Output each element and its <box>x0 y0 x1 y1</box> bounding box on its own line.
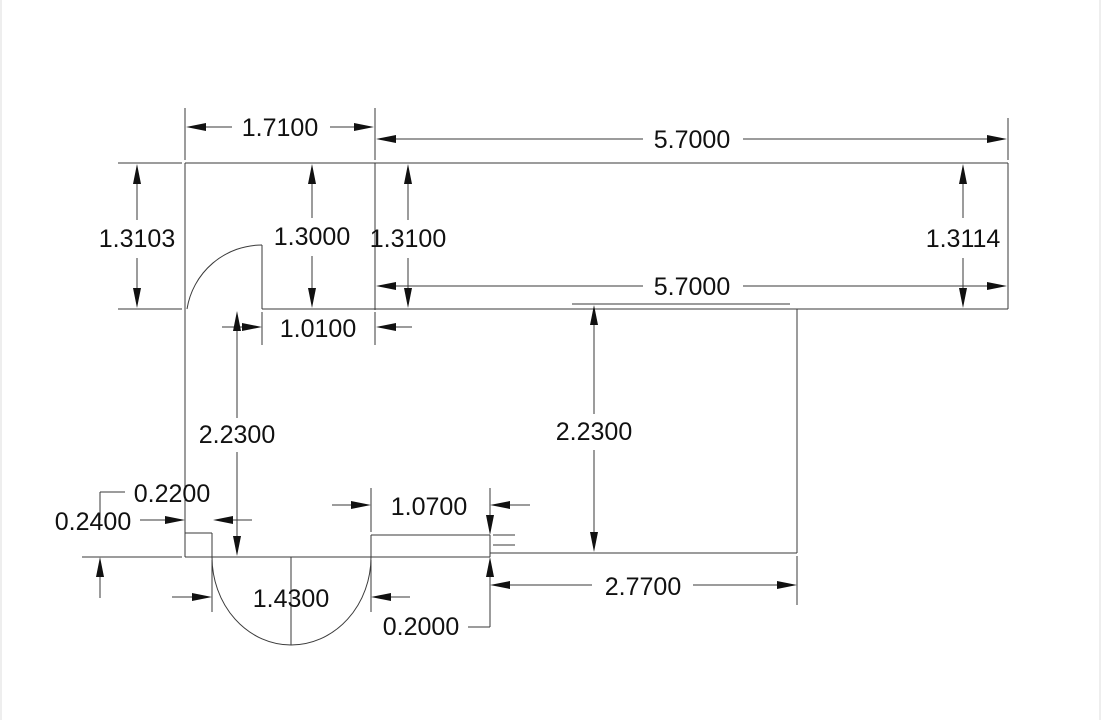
dim-label-wall-gap: 0.2000 <box>383 613 459 641</box>
arrowhead <box>376 135 396 143</box>
arrowhead <box>404 164 412 184</box>
arrowhead <box>371 593 391 601</box>
front-door-swing-left <box>211 556 292 646</box>
arrowhead <box>486 515 494 535</box>
dim-label-small-offset-b: 0.2400 <box>55 508 131 536</box>
arrowhead <box>490 581 510 589</box>
dimension-labels: 1.7100 5.7000 1.3103 1.3000 1.3100 1.311… <box>55 114 1001 641</box>
arrowhead <box>987 282 1007 290</box>
arrowhead <box>590 305 598 325</box>
arrowhead <box>213 516 233 524</box>
arrowhead <box>959 164 967 184</box>
front-door-swing-right <box>290 556 372 646</box>
arrowhead <box>351 501 371 509</box>
arrowhead <box>96 557 104 577</box>
arrowhead <box>490 501 510 509</box>
arrowhead <box>133 288 141 308</box>
dim-label-mid-width: 5.7000 <box>654 273 730 301</box>
arrowhead <box>354 123 374 131</box>
arrowhead <box>186 123 206 131</box>
doors <box>186 244 372 646</box>
dim-label-left-room-height: 1.3103 <box>99 225 175 253</box>
dim-label-strip-right-height: 1.3114 <box>926 225 1001 253</box>
arrowhead <box>233 311 241 331</box>
arrowhead <box>959 288 967 308</box>
arrowhead <box>165 516 185 524</box>
dim-label-top-right-width: 5.7000 <box>654 126 730 154</box>
dim-label-front-door-width: 1.4300 <box>253 585 329 613</box>
dim-label-left-vertical: 2.2300 <box>199 421 275 449</box>
arrowhead <box>133 164 141 184</box>
page-edge-right <box>1099 0 1101 720</box>
arrowhead <box>376 282 396 290</box>
arrowhead <box>233 536 241 556</box>
dimension-lines <box>96 123 1007 628</box>
arrowhead <box>404 288 412 308</box>
arrowhead <box>486 557 494 577</box>
extension-lines <box>82 108 1009 612</box>
floor-plan-walls <box>184 162 1009 558</box>
arrowhead <box>777 581 797 589</box>
arrowhead <box>308 164 316 184</box>
arrowhead <box>308 288 316 308</box>
dim-label-right-vertical: 2.2300 <box>556 418 632 446</box>
arrowhead <box>987 135 1007 143</box>
arrowhead <box>590 532 598 552</box>
arrowhead <box>376 323 396 331</box>
dim-label-door-offset: 1.0100 <box>280 315 356 343</box>
arrowhead <box>242 323 262 331</box>
dim-label-small-offset-a: 0.2200 <box>134 480 210 508</box>
dim-label-top-left-width: 1.7100 <box>242 114 318 142</box>
arrowhead <box>192 593 212 601</box>
dim-label-wall-segment: 1.0700 <box>391 493 467 521</box>
dim-label-strip-left-height: 1.3100 <box>370 225 446 253</box>
dim-label-door-swing-height: 1.3000 <box>274 223 350 251</box>
interior-door-swing <box>186 244 263 310</box>
dim-label-bottom-right-width: 2.7700 <box>605 573 681 601</box>
page-edge-left <box>0 0 2 720</box>
